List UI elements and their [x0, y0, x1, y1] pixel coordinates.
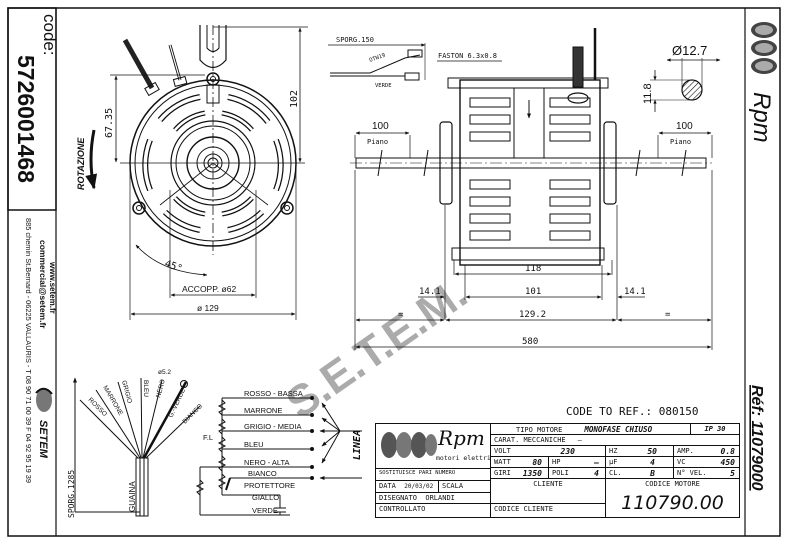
scala-cell: SCALA: [438, 481, 491, 493]
disegnato-cell: DISEGNATO ORLANDI: [376, 493, 491, 504]
email-text: commercial@setem.fr: [38, 240, 48, 329]
faston-label: FASTON 6.3x0.8: [438, 52, 497, 60]
dim-flat-left: 100: [372, 121, 389, 132]
lead-grigio-media: GRIGIO - MEDIA: [244, 422, 302, 431]
title-block: Rpm motori elettrici SOSTITUISCE PARI NU…: [375, 423, 740, 518]
controllato-cell: CONTROLLATO: [376, 504, 491, 517]
codice-cliente-cell: CODICE CLIENTE: [491, 504, 606, 517]
codice-motore-value: 110790.00: [621, 492, 724, 514]
title-brand: Rpm: [438, 426, 485, 450]
watermark: S.E.T.E.M.: [278, 269, 476, 428]
fan-wire-bianco: BIANCO: [181, 403, 204, 426]
lead-giallo: GIALLO: [252, 493, 279, 502]
wiring-fan: [73, 377, 201, 517]
carat-cell: CARAT. MECCANICHE–: [491, 435, 739, 446]
lead-bleu: BLEU: [244, 440, 264, 449]
svg-text:SETEM: SETEM: [37, 420, 49, 459]
sheet-border: [7, 7, 781, 537]
rpm-side-logo: Rpm: [748, 22, 777, 143]
setem-logo: SETEM: [35, 387, 53, 459]
title-brand-sub: motori elettrici: [436, 454, 491, 462]
dim-101: 101: [525, 287, 541, 297]
fan-wire-rosso: ROSSO: [87, 396, 109, 418]
dim-equal-left: =: [398, 310, 404, 320]
dim-flat-right: 100: [676, 121, 693, 132]
vel-cell: N° VEL.5: [674, 468, 739, 479]
codice-motore-label: CODICE MOTORE: [645, 480, 700, 488]
dim-67-35: 67.35: [104, 108, 115, 138]
amp-cell: AMP.0.8: [674, 446, 739, 457]
sostituisce-cell: SOSTITUISCE PARI NUMERO: [376, 469, 491, 481]
fan-wire-bleu: BLEU: [142, 380, 149, 397]
hp-cell: HP–: [549, 457, 606, 468]
dim-shaft-diameter: Ø12.7: [672, 43, 707, 58]
lead-verde: VERDE: [252, 506, 278, 515]
code-block: code:: [40, 14, 59, 56]
reference-number: Réf: 11079000: [748, 385, 765, 491]
rpm-side-brand: Rpm: [748, 92, 775, 143]
dim-flat-depth: 11.8: [642, 83, 654, 104]
lead-marrone: MARRONE: [244, 406, 282, 415]
dim-45deg: 45°: [163, 258, 184, 275]
side-view: [328, 28, 721, 350]
line-label: LINEA: [352, 430, 363, 460]
dim-diameter-129: ø 129: [197, 303, 219, 313]
lead-rosso-bassa: ROSSO - BASSA: [244, 389, 303, 398]
sheath-label: GUAINA: [128, 481, 137, 512]
cable-length: SPORG.1285: [67, 470, 76, 518]
cliente-cell: CLIENTE: [491, 479, 606, 504]
rpm-coil-logo: [381, 432, 437, 458]
fl-label: F.L: [203, 433, 213, 442]
flat-right-label: Piano: [670, 138, 691, 146]
dim-102: 102: [289, 90, 300, 108]
code-to-ref: CODE TO REF.: 080150: [566, 405, 698, 418]
address-text: 885 chemin St.Bernard - 06225 VALLAURIS …: [24, 218, 33, 483]
title-logo-cell: Rpm motori elettrici: [376, 424, 491, 469]
lead-nero-alta: NERO - ALTA: [244, 458, 290, 467]
fan-wire-g-verde: G.-VERDE: [167, 387, 187, 419]
code-value: 5726001468: [13, 55, 39, 183]
wire-label-verde: VERDE: [375, 83, 392, 89]
fan-wire-grigio: GRIGIO: [120, 380, 133, 404]
wire-label-otw19: OTW19: [369, 53, 387, 64]
dim-118: 118: [525, 264, 541, 274]
codice-motore-cell: CODICE MOTORE 110790.00: [606, 479, 739, 517]
dim-equal-right: =: [665, 310, 671, 320]
lead-bianco: BIANCO: [248, 469, 277, 478]
rotation-label: ROTAZIONE: [76, 137, 86, 190]
front-view: [85, 25, 308, 320]
dim-14-1-right: 14.1: [624, 287, 646, 297]
ip-rating: IP 30: [691, 424, 739, 435]
dim-129-2: 129.2: [519, 310, 546, 320]
dim-lead-150: SPORG.150: [336, 36, 374, 44]
code-label: code:: [40, 14, 59, 56]
dim-14-1-left: 14.1: [419, 287, 441, 297]
code-box: [7, 7, 57, 211]
fan-wire-nero: NERO: [155, 379, 167, 399]
dim-580: 580: [522, 337, 538, 347]
lead-protettore: PROTETTORE: [244, 481, 295, 490]
cl-cell: CL.B: [606, 468, 674, 479]
dim-coupling: ACCOPP. ø62: [182, 284, 236, 294]
website-text: www.setem.fr: [48, 261, 57, 314]
terminal-size: ø5.2: [158, 369, 171, 376]
wiring-schematic: [195, 396, 362, 516]
flat-left-label: Piano: [367, 138, 388, 146]
